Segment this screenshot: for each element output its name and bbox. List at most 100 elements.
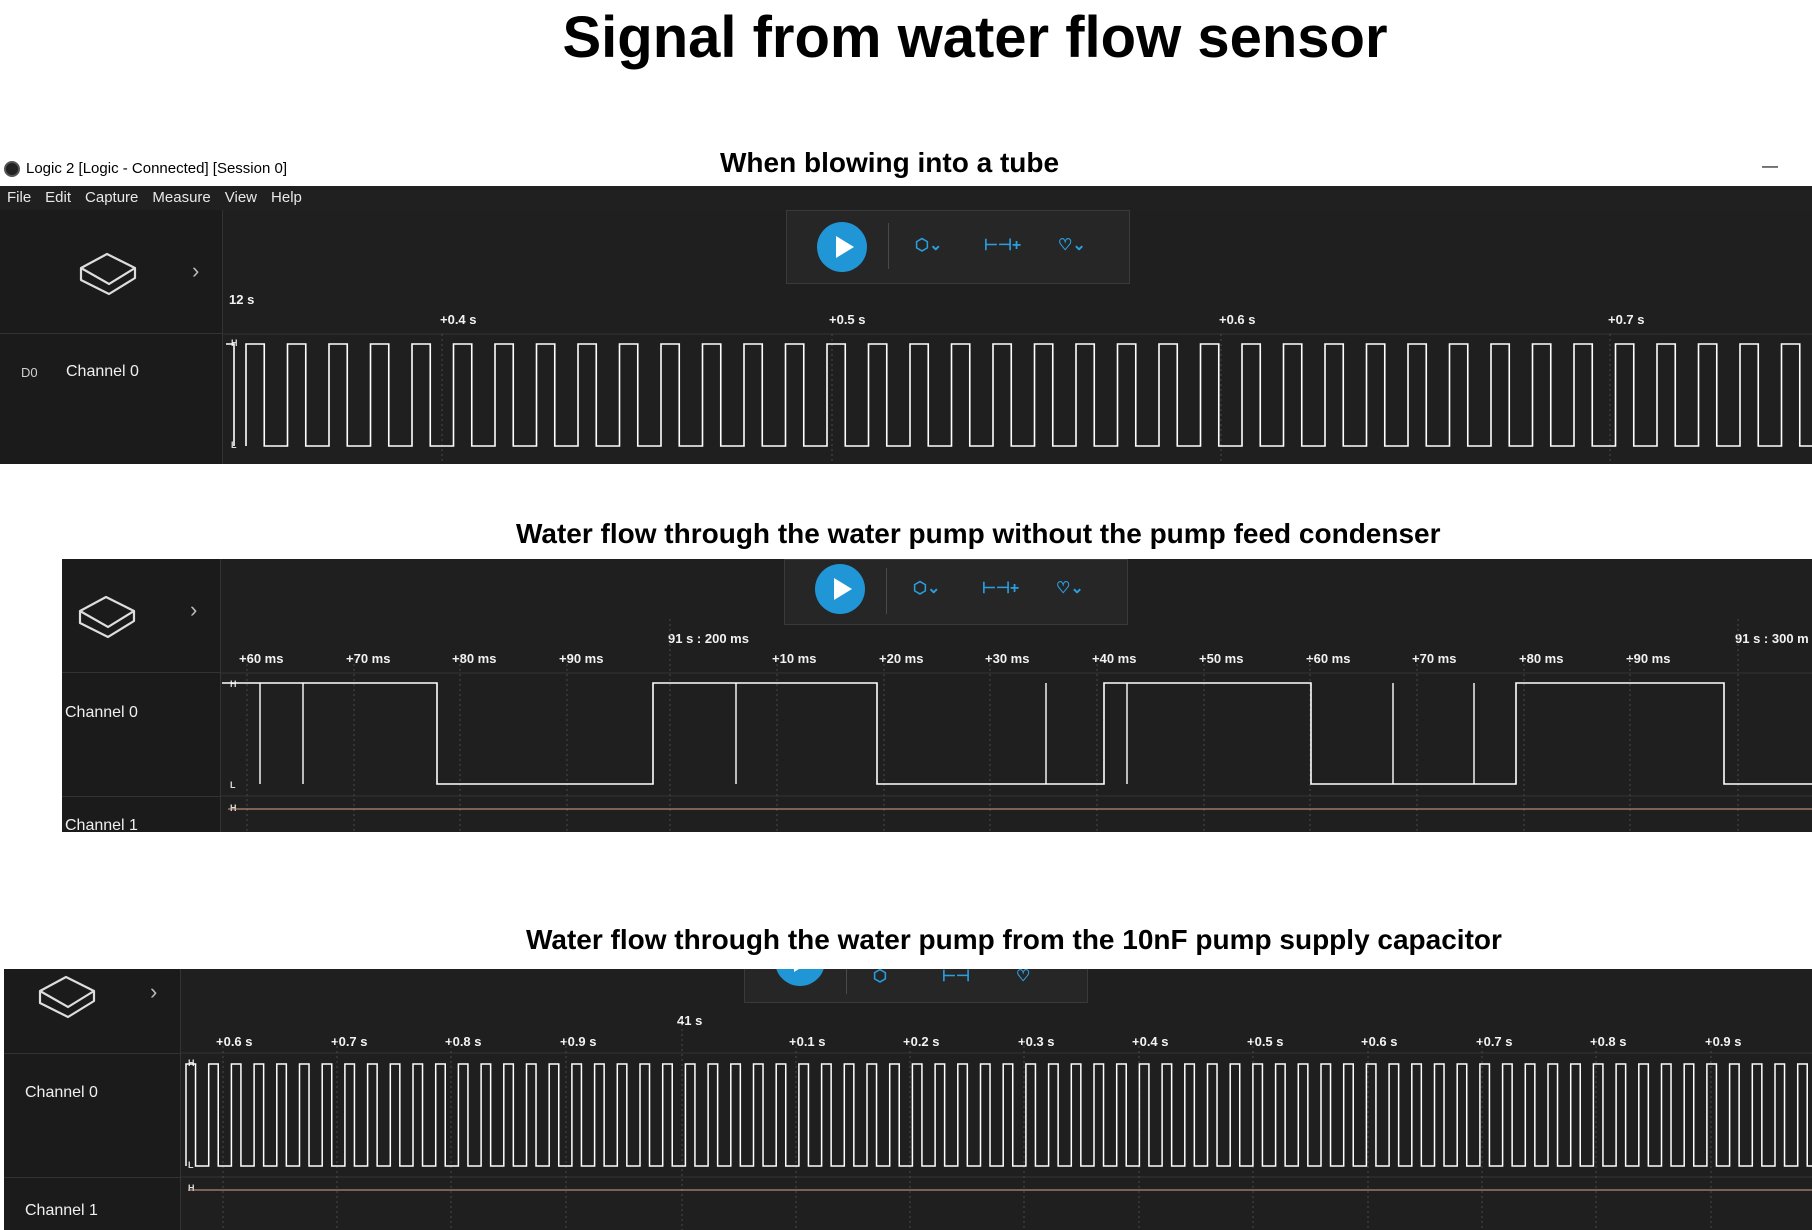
logic-app-icon <box>4 160 20 177</box>
capture-1-toolbar: ⬡⌄ ⊢⊣+ ♡⌄ <box>786 210 1130 284</box>
time-tick: +0.9 s <box>1705 1034 1742 1049</box>
time-tick: +60 ms <box>239 651 284 666</box>
level-low-label: L <box>230 780 236 790</box>
time-tick: +0.3 s <box>1018 1034 1055 1049</box>
time-tick: +70 ms <box>346 651 391 666</box>
toolbar-divider <box>846 969 847 994</box>
channel-0-trace <box>226 343 235 446</box>
window-title: Logic 2 [Logic - Connected] [Session 0] <box>26 160 287 177</box>
time-tick: +10 ms <box>772 651 817 666</box>
capture-3-sidebar-header: › <box>4 969 181 1053</box>
capture-3-channel-0-row[interactable]: Channel 0 <box>4 1053 181 1178</box>
capture-1-panel: › D0 Channel 0 ⬡⌄ ⊢⊣+ ♡⌄ 12 s +0.4 s +0.… <box>0 210 1812 464</box>
channel-id: D0 <box>21 365 38 380</box>
channel-label: Channel 0 <box>25 1084 98 1101</box>
play-icon[interactable] <box>815 564 865 614</box>
channel-1-high-label: H <box>230 803 237 813</box>
capture-2-channel-0-row[interactable]: Channel 0 <box>62 672 221 797</box>
marker-icon[interactable]: ♡⌄ <box>1056 580 1084 597</box>
menu-edit[interactable]: Edit <box>45 189 72 206</box>
menu-bar: File Edit Capture Measure View Help <box>0 186 1812 210</box>
marker-icon[interactable]: ♡⌄ <box>1058 237 1086 254</box>
channel-label: Channel 1 <box>65 817 138 832</box>
level-high-label: H <box>188 1058 195 1068</box>
channel-0-waveform[interactable] <box>222 210 1812 464</box>
time-tick: +50 ms <box>1199 651 1244 666</box>
time-tick: +0.2 s <box>903 1034 940 1049</box>
channel-0-waveform[interactable] <box>180 969 1812 1230</box>
time-tick: +0.8 s <box>445 1034 482 1049</box>
channel-1-high-label: H <box>188 1183 195 1193</box>
time-tick: +0.5 s <box>1247 1034 1284 1049</box>
device-icon <box>79 252 137 296</box>
time-tick: +40 ms <box>1092 651 1137 666</box>
capture-2-toolbar: ⬡⌄ ⊢⊣+ ♡⌄ <box>784 559 1128 625</box>
minimize-button[interactable]: — <box>1762 158 1778 175</box>
time-tick: +70 ms <box>1412 651 1457 666</box>
channel-0-trace <box>185 1063 1812 1167</box>
capture-3-panel: › Channel 0 Channel 1 ⬡ ⊢⊣ ♡ 41 s +0.6 s… <box>4 969 1812 1230</box>
time-tick: +80 ms <box>1519 651 1564 666</box>
capture-2-sidebar-header: › <box>62 559 221 673</box>
capture-1-sidebar-header: › <box>0 210 223 334</box>
channel-0-waveform[interactable] <box>220 559 1812 832</box>
menu-view[interactable]: View <box>224 189 258 206</box>
time-tick: +0.7 s <box>1476 1034 1513 1049</box>
device-icon <box>38 975 96 1019</box>
major-time-tick: 91 s : 200 ms <box>668 631 749 646</box>
capture-3-channel-1-row[interactable]: Channel 1 <box>4 1177 181 1230</box>
capture-2-caption: Water flow through the water pump withou… <box>516 518 1441 549</box>
time-tick: +0.7 s <box>331 1034 368 1049</box>
chevron-right-icon[interactable]: › <box>150 979 158 1004</box>
capture-2-channel-1-row[interactable]: Channel 1 <box>62 796 221 832</box>
page-title: Signal from water flow sensor <box>562 5 1388 70</box>
toolbar-divider <box>888 223 889 269</box>
time-tick: +0.7 s <box>1608 312 1645 327</box>
time-tick: +0.5 s <box>829 312 866 327</box>
play-icon[interactable] <box>817 222 867 272</box>
channel-label: Channel 1 <box>25 1202 98 1219</box>
chevron-right-icon[interactable]: › <box>192 258 200 283</box>
channel-label: Channel 0 <box>66 363 139 380</box>
time-tick: +0.4 s <box>1132 1034 1169 1049</box>
level-high-label: H <box>231 338 238 348</box>
capture-1-channel-0-row[interactable]: D0 Channel 0 <box>0 333 223 464</box>
chevron-right-icon[interactable]: › <box>190 597 198 622</box>
marker-icon[interactable]: ♡ <box>1016 969 1031 985</box>
time-tick: +20 ms <box>879 651 924 666</box>
channel-0-trace <box>245 343 1812 447</box>
channel-0-trace <box>222 682 1812 785</box>
capture-2-panel: › Channel 0 Channel 1 ⬡⌄ ⊢⊣+ ♡⌄ 91 s : 2… <box>62 559 1812 832</box>
time-tick: +0.6 s <box>1219 312 1256 327</box>
time-tick: +0.9 s <box>560 1034 597 1049</box>
trigger-icon[interactable]: ⬡⌄ <box>913 580 941 597</box>
level-low-label: L <box>188 1160 194 1170</box>
capture-3-toolbar: ⬡ ⊢⊣ ♡ <box>744 969 1088 1003</box>
time-tick: +0.8 s <box>1590 1034 1627 1049</box>
menu-capture[interactable]: Capture <box>85 189 139 206</box>
time-tick: +90 ms <box>1626 651 1671 666</box>
capture-3-caption: Water flow through the water pump from t… <box>526 924 1502 955</box>
measure-icon[interactable]: ⊢⊣+ <box>982 580 1020 597</box>
time-tick: +60 ms <box>1306 651 1351 666</box>
trigger-icon[interactable]: ⬡ <box>873 969 887 985</box>
device-icon <box>78 595 136 639</box>
time-tick: +0.6 s <box>1361 1034 1398 1049</box>
time-tick: +0.1 s <box>789 1034 826 1049</box>
measure-icon[interactable]: ⊢⊣+ <box>984 237 1022 254</box>
menu-help[interactable]: Help <box>271 189 302 206</box>
menu-file[interactable]: File <box>7 189 32 206</box>
time-tick: +90 ms <box>559 651 604 666</box>
channel-label: Channel 0 <box>65 704 138 721</box>
major-time-tick: 41 s <box>677 1013 703 1028</box>
menu-measure[interactable]: Measure <box>152 189 211 206</box>
time-tick: +0.6 s <box>216 1034 253 1049</box>
trigger-icon[interactable]: ⬡⌄ <box>915 237 943 254</box>
ruler-start-label: 12 s <box>229 292 255 307</box>
capture-1-caption: When blowing into a tube <box>720 147 1060 178</box>
time-tick: +0.4 s <box>440 312 477 327</box>
window-title-bar: Logic 2 [Logic - Connected] [Session 0] <box>4 160 287 177</box>
measure-icon[interactable]: ⊢⊣ <box>942 969 970 985</box>
play-icon[interactable] <box>775 969 825 986</box>
time-tick: +30 ms <box>985 651 1030 666</box>
